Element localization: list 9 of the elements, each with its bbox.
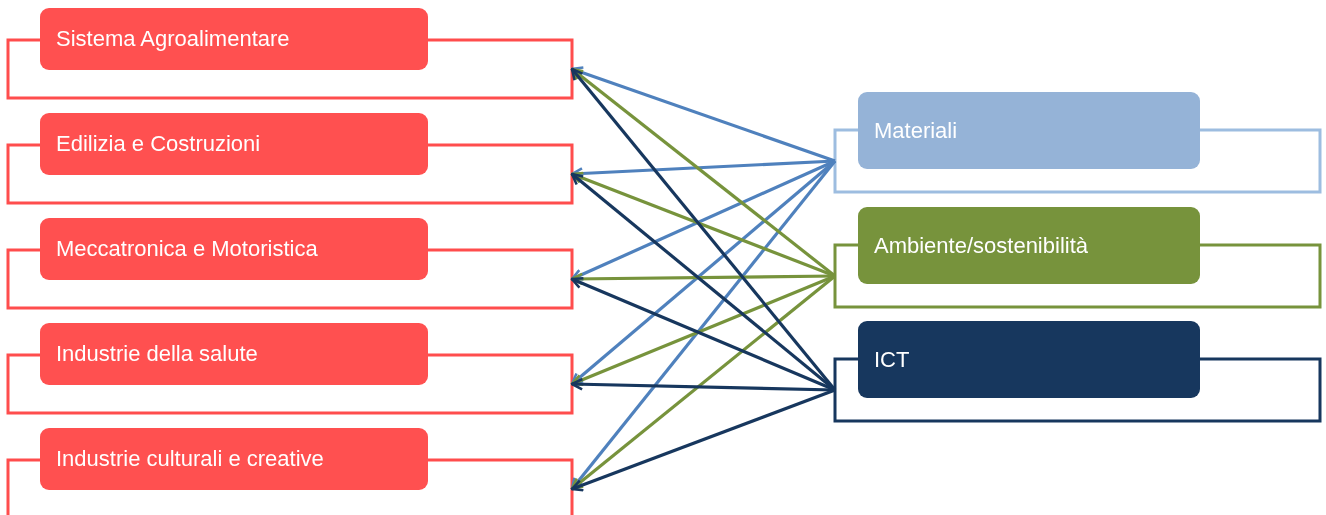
category-label: Edilizia e Costruzioni — [40, 113, 428, 175]
category-label: Sistema Agroalimentare — [40, 8, 428, 70]
category-label: Industrie della salute — [40, 323, 428, 385]
category-label: Ambiente/sostenibilità — [858, 207, 1200, 284]
category-label: Meccatronica e Motoristica — [40, 218, 428, 280]
category-label: Industrie culturali e creative — [40, 428, 428, 490]
category-label: Materiali — [858, 92, 1200, 169]
arrow — [570, 388, 836, 492]
category-label: ICT — [858, 321, 1200, 398]
